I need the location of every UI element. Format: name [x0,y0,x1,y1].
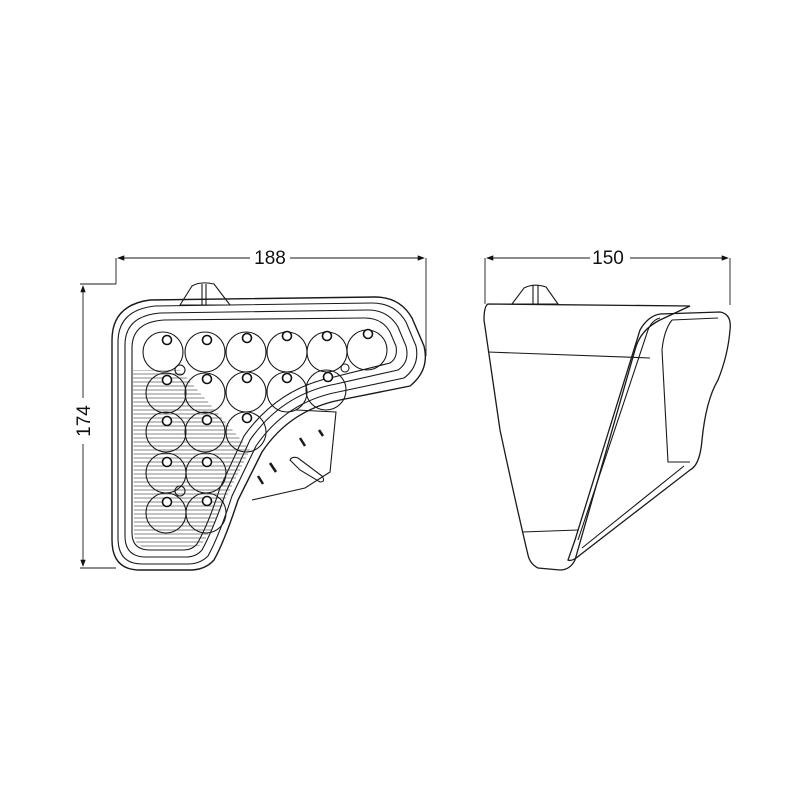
depth-dimension [484,255,731,305]
mounting-knob [179,282,232,306]
led-array [142,329,388,534]
mounting-bracket [251,409,337,501]
height-dimension [80,283,116,569]
width-dimension [115,255,427,356]
side-lens [567,311,731,562]
side-view [483,255,731,571]
width-label: 188 [254,248,286,269]
side-knob [510,284,560,305]
led-chips [161,328,374,508]
side-housing [483,303,691,571]
screw-holes [174,363,350,497]
housing-outline [111,296,427,571]
depth-label: 150 [592,248,624,269]
front-view [80,255,427,571]
height-label: 174 [74,405,95,437]
